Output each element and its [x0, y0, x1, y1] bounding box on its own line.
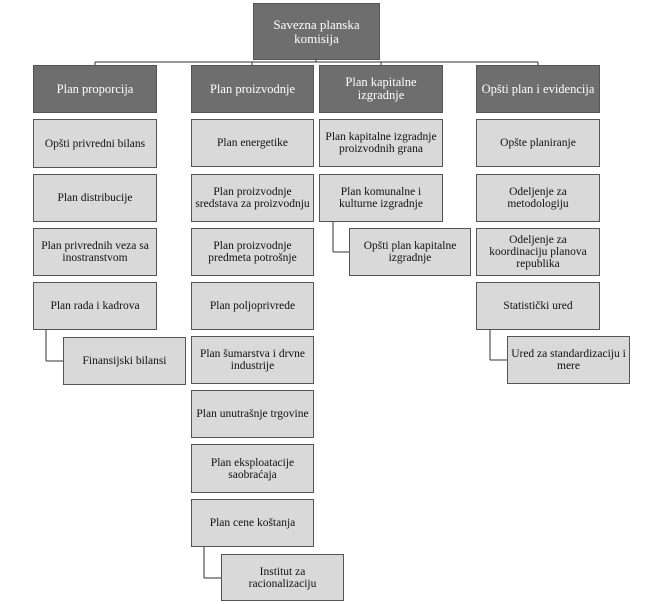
- header-plan-proporcija: Plan proporcija: [33, 65, 157, 113]
- header-opsti-plan-i-evidencija: Opšti plan i evidencija: [476, 65, 600, 113]
- node-plan-sumarstva: Plan šumarstva i drvne industrije: [191, 336, 314, 384]
- node-opsti-privredni-bilans: Opšti privredni bilans: [33, 119, 157, 168]
- node-opste-planiranje: Opšte planiranje: [476, 119, 600, 167]
- node-statisticki-ured: Statistički ured: [476, 282, 600, 330]
- root-node: Savezna planska komisija: [253, 3, 380, 60]
- node-plan-rada-i-kadrova: Plan rada i kadrova: [33, 282, 157, 330]
- node-plan-proizvodnje-sredstava: Plan proizvodnje sredstava za proizvodnj…: [191, 174, 314, 222]
- node-odeljenje-za-metodologiju: Odeljenje za metodologiju: [476, 174, 600, 222]
- node-plan-distribucije: Plan distribucije: [33, 174, 157, 222]
- node-plan-poljoprivrede: Plan poljoprivrede: [191, 282, 314, 330]
- node-plan-proizvodnje-predmeta: Plan proizvodnje predmeta potrošnje: [191, 228, 314, 276]
- node-plan-eksploatacije-saobracaja: Plan eksploatacije saobraćaja: [191, 444, 314, 493]
- node-plan-kapitalne-izgradnje-grana: Plan kapitalne izgradnje proizvodnih gra…: [319, 119, 443, 167]
- node-odeljenje-za-koordinaciju: Odeljenje za koordinaciju planova republ…: [476, 228, 600, 276]
- node-plan-komunalne-izgradnje: Plan komunalne i kulturne izgradnje: [319, 174, 443, 222]
- node-finansijski-bilansi: Finansijski bilansi: [63, 337, 186, 385]
- node-plan-cene-kostanja: Plan cene koštanja: [191, 499, 314, 547]
- node-plan-unutrasnje-trgovine: Plan unutrašnje trgovine: [191, 390, 314, 438]
- node-opsti-plan-kapitalne-izgradnje: Opšti plan kapitalne izgradnje: [349, 228, 471, 276]
- header-plan-kapitalne-izgradnje: Plan kapitalne izgradnje: [319, 65, 443, 113]
- node-institut-za-racionalizaciju: Institut za racionalizaciju: [221, 554, 344, 601]
- header-plan-proizvodnje: Plan proizvodnje: [191, 65, 314, 113]
- node-plan-privrednih-veza: Plan privrednih veza sa inostranstvom: [33, 228, 157, 276]
- node-plan-energetike: Plan energetike: [191, 119, 314, 167]
- node-ured-za-standardizaciju: Ured za standardizaciju i mere: [507, 336, 630, 384]
